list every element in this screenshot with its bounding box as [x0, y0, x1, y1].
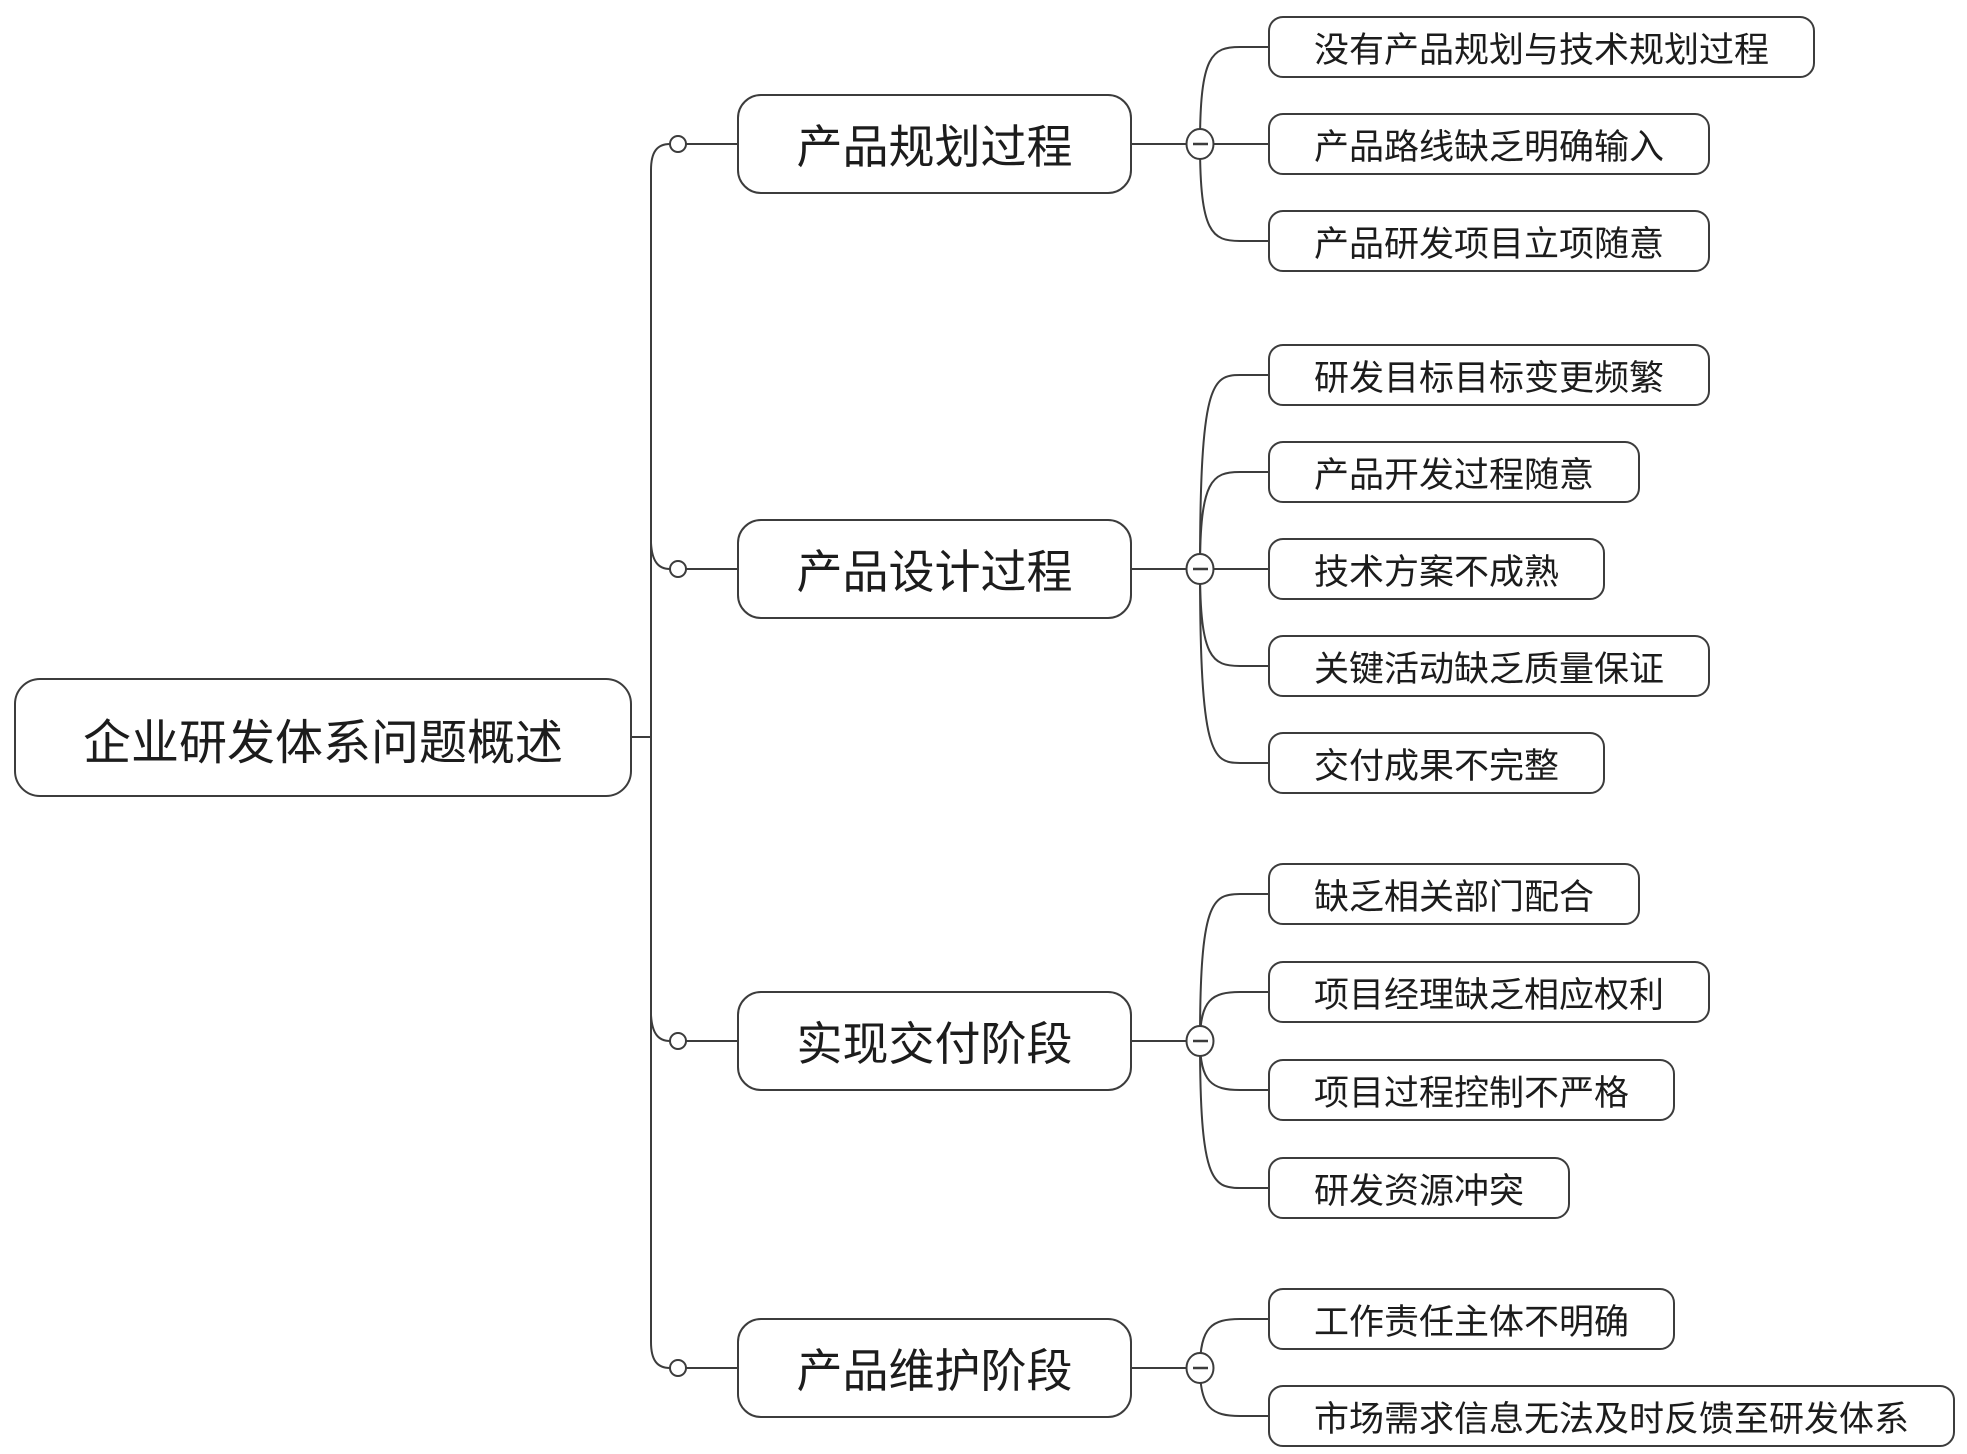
- branch-topic-maintenance-phase[interactable]: 产品维护阶段: [737, 1318, 1132, 1418]
- connector-b2-child4: [1199, 568, 1268, 667]
- child-topic[interactable]: 研发目标目标变更频繁: [1268, 344, 1711, 406]
- branch-topic-product-planning[interactable]: 产品规划过程: [737, 94, 1132, 194]
- child-topic[interactable]: 研发资源冲突: [1268, 1157, 1571, 1219]
- branch-topic-product-design[interactable]: 产品设计过程: [737, 519, 1132, 619]
- junction-dot-branch4: [669, 1359, 687, 1377]
- connector-trunk-branch3-curve: [650, 1014, 671, 1042]
- connector-b2-child2: [1199, 471, 1268, 570]
- connector-b2-child5: [1199, 568, 1268, 764]
- child-topic[interactable]: 项目经理缺乏相应权利: [1268, 961, 1711, 1023]
- connector-b1-child1: [1199, 46, 1268, 145]
- child-topic[interactable]: 市场需求信息无法及时反馈至研发体系: [1268, 1385, 1956, 1447]
- collapse-button-branch3[interactable]: [1185, 1025, 1215, 1057]
- connector-b3-child1: [1199, 893, 1268, 1042]
- child-topic[interactable]: 技术方案不成熟: [1268, 538, 1606, 600]
- branch-topic-delivery-phase[interactable]: 实现交付阶段: [737, 991, 1132, 1091]
- junction-dot-branch3: [669, 1032, 687, 1050]
- collapse-button-branch4[interactable]: [1185, 1352, 1215, 1384]
- connector-b1-child3: [1199, 143, 1268, 242]
- child-topic[interactable]: 缺乏相关部门配合: [1268, 863, 1641, 925]
- child-topic[interactable]: 产品研发项目立项随意: [1268, 210, 1711, 272]
- junction-dot-branch1: [669, 135, 687, 153]
- connector-b2-child1: [1199, 374, 1268, 570]
- collapse-button-branch1[interactable]: [1185, 128, 1215, 160]
- child-topic[interactable]: 关键活动缺乏质量保证: [1268, 635, 1711, 697]
- connector-trunk-top-curve: [650, 143, 671, 171]
- child-topic[interactable]: 工作责任主体不明确: [1268, 1288, 1676, 1350]
- connector-trunk-branch2-curve: [650, 542, 671, 570]
- root-topic[interactable]: 企业研发体系问题概述: [14, 678, 632, 797]
- collapse-button-branch2[interactable]: [1185, 553, 1215, 585]
- child-topic[interactable]: 项目过程控制不严格: [1268, 1059, 1676, 1121]
- connector-trunk-bottom-curve: [650, 1341, 671, 1369]
- child-topic[interactable]: 交付成果不完整: [1268, 732, 1606, 794]
- child-topic[interactable]: 产品开发过程随意: [1268, 441, 1641, 503]
- child-topic[interactable]: 没有产品规划与技术规划过程: [1268, 16, 1816, 78]
- child-topic[interactable]: 产品路线缺乏明确输入: [1268, 113, 1711, 175]
- connector-b3-child4: [1199, 1040, 1268, 1189]
- junction-dot-branch2: [669, 560, 687, 578]
